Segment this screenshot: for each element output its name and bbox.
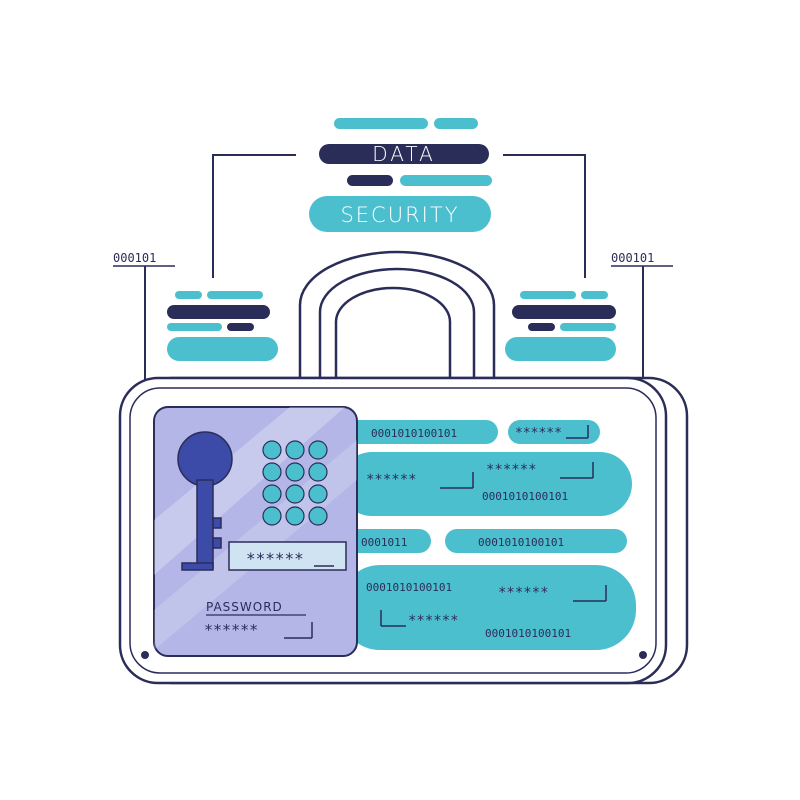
keypad-button — [262, 484, 282, 504]
right-bar-stack — [505, 291, 616, 361]
header: DATA SECURITY — [309, 118, 492, 232]
keypad-button — [308, 462, 328, 482]
left-bar-stack — [167, 291, 278, 361]
right-bar-6 — [505, 337, 616, 361]
row2-mask-left: ****** — [366, 472, 417, 488]
password-field-mask: ****** — [246, 549, 304, 568]
row4-mask-left-cursor — [380, 610, 406, 627]
row4-mask-right-cursor — [573, 585, 607, 602]
padlock-shackle — [298, 250, 496, 380]
right-bar-4 — [528, 323, 555, 331]
password-label: PASSWORD — [206, 600, 283, 614]
keypad-button — [285, 506, 305, 526]
left-bar-1 — [175, 291, 202, 299]
right-bar-2 — [581, 291, 608, 299]
side-label-left: 000101 — [113, 251, 156, 265]
right-bar-3 — [512, 305, 616, 319]
row3-code-short: 0001011 — [361, 536, 407, 549]
row2-mask-right-cursor — [560, 462, 594, 479]
right-bar-5 — [560, 323, 616, 331]
data-title-pill — [319, 144, 489, 164]
connector-right — [503, 154, 586, 278]
padlock-body-inner — [129, 387, 657, 674]
right-bar-1 — [520, 291, 576, 299]
left-bar-3 — [167, 305, 270, 319]
password-mask: ****** — [204, 621, 258, 639]
header-bar-top-2 — [434, 118, 478, 129]
side-label-right: 000101 — [611, 251, 654, 265]
keypad-button — [308, 506, 328, 526]
row4-code-bottom: 0001010100101 — [485, 627, 571, 640]
header-bar-mid-2 — [400, 175, 492, 186]
row1-code: 0001010100101 — [371, 427, 457, 440]
password-mask-cursor — [284, 622, 313, 639]
row4-pill — [340, 565, 636, 650]
keypad-button — [308, 484, 328, 504]
row2-pill — [340, 452, 632, 516]
header-bar-mid-1 — [347, 175, 393, 186]
left-bar-2 — [207, 291, 263, 299]
row4-mask-right: ****** — [498, 585, 549, 601]
connector-left — [212, 154, 296, 278]
row2-mask-right: ****** — [486, 462, 537, 478]
keypad-button — [285, 484, 305, 504]
row1-pill-left — [340, 420, 498, 444]
row3-pill-right — [445, 529, 627, 553]
header-bar-top-1 — [334, 118, 428, 129]
row2-code: 0001010100101 — [482, 490, 568, 503]
keypad-button — [262, 440, 282, 460]
security-title: SECURITY — [340, 203, 459, 227]
rivet-left — [141, 651, 149, 659]
keypad-button — [262, 462, 282, 482]
keypad-button — [285, 440, 305, 460]
row4-mask-left: ****** — [408, 613, 459, 629]
rivet-right — [639, 651, 647, 659]
keypad-button — [308, 440, 328, 460]
key-icon — [177, 431, 233, 571]
row4-code: 0001010100101 — [366, 581, 452, 594]
keypad-button — [262, 506, 282, 526]
row1-mask-cursor — [566, 425, 589, 439]
left-bar-4 — [167, 323, 222, 331]
keypad-button — [285, 462, 305, 482]
row3-code: 0001010100101 — [478, 536, 564, 549]
password-panel: ****** PASSWORD ****** — [153, 406, 358, 657]
row2-mask-left-cursor — [440, 472, 474, 489]
row1-mask: ****** — [515, 426, 562, 441]
security-title-pill — [309, 196, 491, 232]
left-bar-6 — [167, 337, 278, 361]
row3-pill-left — [340, 529, 431, 553]
keypad — [262, 440, 328, 526]
data-rows: 0001010100101 ****** ****** ****** 00010… — [340, 420, 636, 650]
left-bar-5 — [227, 323, 254, 331]
data-title: DATA — [372, 142, 436, 166]
